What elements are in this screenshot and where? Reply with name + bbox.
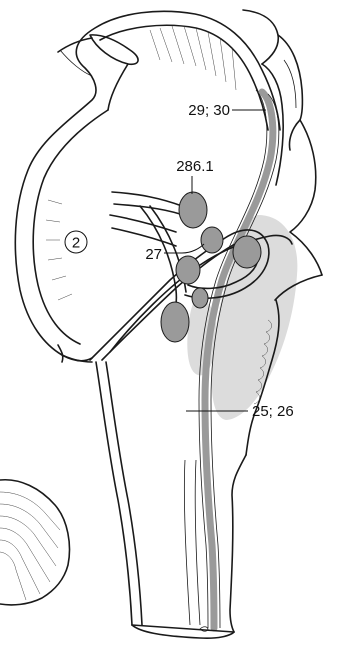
nucleus-286-1 (179, 192, 207, 228)
nucleus-27-lower (176, 256, 200, 284)
label-25-26: 25; 26 (252, 403, 294, 420)
circle-number-marker: 2 (65, 231, 87, 253)
circle-number-text: 2 (72, 235, 80, 252)
leader-27 (164, 244, 204, 253)
nucleus-27-upper (201, 227, 223, 253)
label-286-1: 286.1 (176, 158, 214, 175)
nucleus-right (233, 236, 261, 268)
label-29-30: 29; 30 (188, 102, 230, 119)
nucleus-lower (161, 302, 189, 342)
nucleus-mid (192, 288, 208, 308)
label-27: 27 (145, 246, 162, 263)
shell-structure (0, 480, 69, 605)
